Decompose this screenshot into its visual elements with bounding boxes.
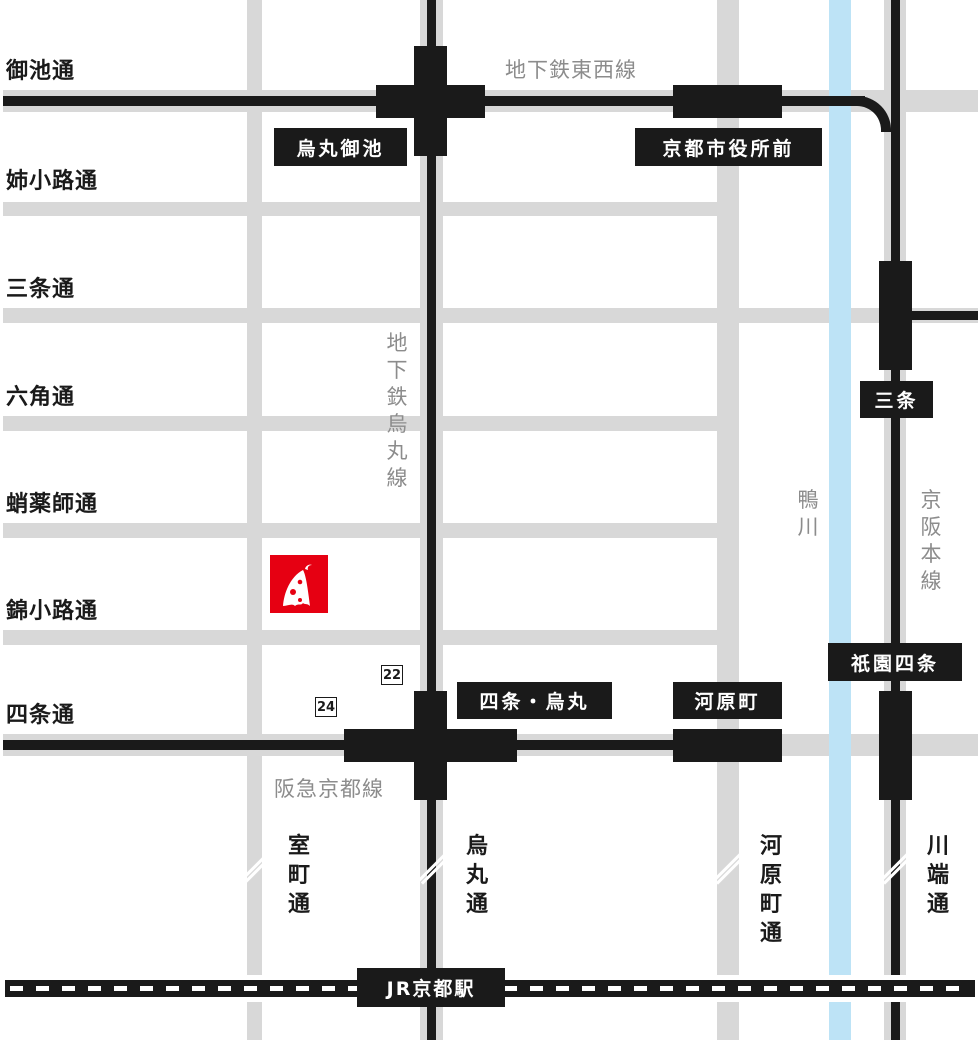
station-block-sanjo	[879, 261, 912, 370]
kamogawa-river	[829, 0, 851, 1040]
station-label-kyoto-shiyakushomae[interactable]: 京都市役所前	[635, 128, 822, 166]
street-label-nishikikoji: 錦小路通	[6, 599, 99, 624]
street-label-shijo: 四条通	[6, 703, 76, 728]
river-label-kamogawa: 鴨川	[797, 488, 819, 539]
route-marker-24: 24	[315, 697, 337, 717]
line-label-tozai: 地下鉄東西線	[505, 58, 637, 82]
street-label-aneyakoji: 姉小路通	[6, 169, 99, 194]
line-label-hankyu: 阪急京都線	[274, 777, 384, 801]
station-block-kawaramachi	[673, 729, 782, 762]
street-label-kawaramachi: 河原町通	[759, 834, 782, 946]
station-label-kawaramachi[interactable]: 河原町	[673, 682, 782, 719]
line-label-keihan: 京阪本線	[920, 488, 942, 593]
road-aneyakoji	[3, 202, 718, 216]
shop-logo-icon	[283, 564, 312, 606]
road-takoyakushi	[3, 523, 718, 538]
road-rokkaku	[3, 416, 718, 431]
road-nishikikoji	[3, 630, 718, 645]
shop-marker[interactable]	[270, 555, 328, 613]
station-label-gion-shijo[interactable]: 祇園四条	[828, 643, 962, 681]
station-label-karasuma-oike[interactable]: 烏丸御池	[274, 128, 407, 166]
station-block-shiyakushomae	[673, 85, 782, 118]
road-muromachi	[247, 0, 262, 1040]
line-label-karasuma: 地下鉄烏丸線	[386, 331, 408, 490]
line-label-karasuma-part1: 地下鉄烏丸線	[384, 330, 410, 492]
keihan-line	[891, 0, 900, 1040]
street-label-karasuma: 烏丸通	[465, 834, 488, 917]
street-label-muromachi: 室町通	[287, 834, 310, 917]
street-label-takoyakushi: 蛸薬師通	[6, 492, 99, 517]
tozai-line-curve	[855, 96, 891, 132]
station-block-gion-shijo	[879, 691, 912, 800]
tozai-line-sanjo-branch	[905, 311, 978, 320]
route-marker-22: 22	[381, 665, 403, 685]
station-block-karasuma-oike-h	[376, 85, 485, 118]
station-label-jr-kyoto[interactable]: JR京都駅	[357, 968, 505, 1007]
station-label-sanjo[interactable]: 三条	[860, 381, 933, 418]
street-label-sanjo: 三条通	[6, 277, 76, 302]
station-block-shijo-karasuma-v	[414, 691, 447, 800]
road-kawaramachi	[717, 0, 739, 1040]
street-label-oike: 御池通	[6, 59, 76, 84]
karasuma-line	[427, 0, 436, 1040]
street-label-rokkaku: 六角通	[6, 385, 76, 410]
street-label-kawabata: 川端通	[926, 834, 949, 917]
station-label-shijo-karasuma[interactable]: 四条・烏丸	[457, 682, 612, 719]
